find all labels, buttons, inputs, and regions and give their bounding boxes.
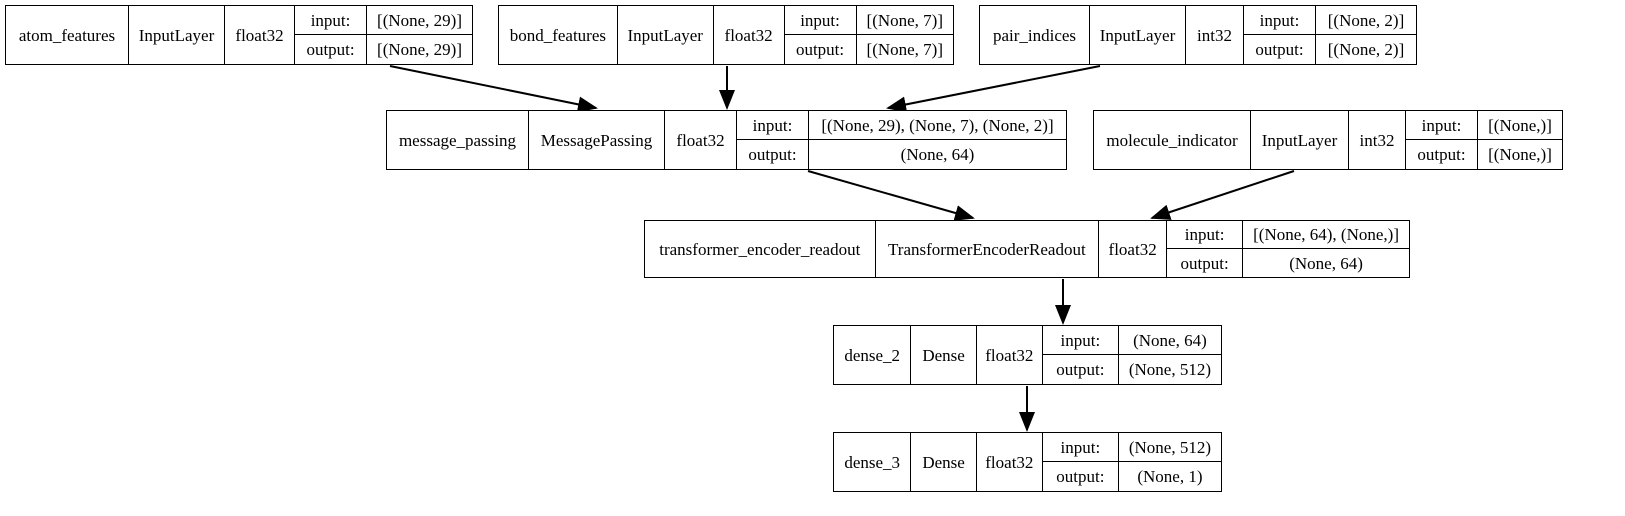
output-label: output: (1043, 462, 1119, 491)
layer-dtype: float32 (1099, 221, 1168, 277)
layer-input-row: input: [(None, 29), (None, 7), (None, 2)] (737, 111, 1066, 140)
layer-name: transformer_encoder_readout (645, 221, 876, 277)
output-shape-value: [(None, 29)] (377, 40, 462, 59)
layer-name: message_passing (387, 111, 529, 169)
layer-io-block: input: (None, 512) output: (None, 1) (1042, 433, 1221, 491)
input-shape-value: (None, 64) (1133, 330, 1207, 350)
layer-output-row: output: (None, 512) (1043, 355, 1221, 384)
edge-atom_features-to-message_passing (389, 65, 598, 113)
layer-class: InputLayer (618, 6, 714, 64)
output-shape-value: [(None, 7)] (866, 40, 943, 59)
output-shape-value: (None, 64) (1289, 253, 1363, 273)
input-label: input: (737, 111, 809, 139)
output-shape-value: [(None, 2)] (1327, 40, 1405, 59)
input-label: input: (295, 6, 368, 34)
layer-name: atom_features (6, 6, 129, 64)
input-label: input: (785, 6, 857, 34)
layer-dtype: float32 (714, 6, 785, 64)
output-label: output: (1167, 249, 1244, 277)
output-label: output: (295, 35, 368, 64)
output-label: output: (785, 35, 857, 64)
layer-input-row: input: (None, 64) (1042, 326, 1221, 355)
layer-input-row: input: (None, 512) (1042, 433, 1221, 462)
layer-class: MessagePassing (529, 111, 665, 169)
layer-class: InputLayer (1090, 6, 1186, 64)
edge-pair_indices-to-message_passing (886, 65, 1101, 113)
edge-message_passing-to-transformer_encoder_readout (807, 170, 975, 221)
layer-io-block: input: [(None,)] output: [(None,)] (1406, 111, 1562, 169)
layer-class: Dense (911, 433, 977, 491)
input-shape-value: [(None, 2)] (1327, 10, 1405, 30)
layer-input-row: input: [(None, 29)] (295, 6, 472, 35)
input-shape-value: [(None, 29)] (377, 10, 462, 30)
input-label: input: (1244, 6, 1316, 34)
layer-output-row: output: (None, 64) (1167, 249, 1409, 277)
input-shape-value: [(None, 7)] (866, 10, 943, 30)
layer-name: dense_2 (834, 326, 912, 384)
input-label: input: (1043, 433, 1119, 461)
layer-output-row: output: [(None,)] (1406, 140, 1562, 169)
layer-name: bond_features (499, 6, 618, 64)
layer-class: InputLayer (1251, 111, 1349, 169)
layer-dtype: float32 (225, 6, 296, 64)
layer-dtype: float32 (977, 433, 1043, 491)
input-shape-value: (None, 512) (1128, 437, 1211, 457)
layer-io-block: input: [(None, 29), (None, 7), (None, 2)]… (737, 111, 1066, 169)
input-shape-value: [(None, 64), (None,)] (1253, 225, 1399, 244)
layer-io-block: input: [(None, 2)] output: [(None, 2)] (1244, 6, 1416, 64)
layer-output-row: output: (None, 64) (737, 140, 1066, 169)
layer-io-block: input: [(None, 7)] output: [(None, 7)] (784, 6, 953, 64)
layer-dtype: float32 (977, 326, 1043, 384)
output-label: output: (1406, 140, 1478, 169)
layer-dtype: int32 (1186, 6, 1244, 64)
output-shape-value: (None, 1) (1137, 467, 1203, 486)
output-shape-value: (None, 512) (1128, 360, 1211, 379)
input-shape-value: [(None, 29), (None, 7), (None, 2)] (821, 115, 1054, 135)
input-label: input: (1043, 326, 1119, 354)
layer-class: InputLayer (129, 6, 225, 64)
output-label: output: (1043, 355, 1119, 384)
output-label: output: (1244, 35, 1316, 64)
output-shape-value: (None, 64) (900, 145, 975, 164)
input-shape-value: [(None,)] (1488, 115, 1552, 135)
layer-name: pair_indices (980, 6, 1090, 64)
layer-dtype: int32 (1349, 111, 1406, 169)
layer-class: TransformerEncoderReadout (876, 221, 1100, 277)
layer-input-row: input: [(None, 64), (None,)] (1167, 221, 1409, 249)
layer-output-row: output: [(None, 7)] (785, 35, 953, 64)
layer-output-row: output: (None, 1) (1043, 462, 1221, 491)
layer-io-block: input: (None, 64) output: (None, 512) (1042, 326, 1221, 384)
layer-name: dense_3 (834, 433, 912, 491)
layer-class: Dense (911, 326, 977, 384)
layer-input-row: input: [(None, 2)] (1244, 6, 1416, 35)
layer-output-row: output: [(None, 29)] (295, 35, 472, 64)
edge-molecule_indicator-to-transformer_encoder_readout (1150, 170, 1295, 220)
output-label: output: (737, 140, 809, 169)
layer-input-row: input: [(None, 7)] (784, 6, 953, 35)
layer-io-block: input: [(None, 29)] output: [(None, 29)] (295, 6, 472, 64)
layer-output-row: output: [(None, 2)] (1244, 35, 1416, 64)
input-label: input: (1167, 221, 1244, 248)
output-shape-value: [(None,)] (1488, 145, 1552, 164)
layer-dtype: float32 (665, 111, 737, 169)
layer-name: molecule_indicator (1094, 111, 1251, 169)
input-label: input: (1406, 111, 1478, 139)
layer-input-row: input: [(None,)] (1406, 111, 1562, 140)
layer-io-block: input: [(None, 64), (None,)] output: (None,… (1167, 221, 1409, 277)
